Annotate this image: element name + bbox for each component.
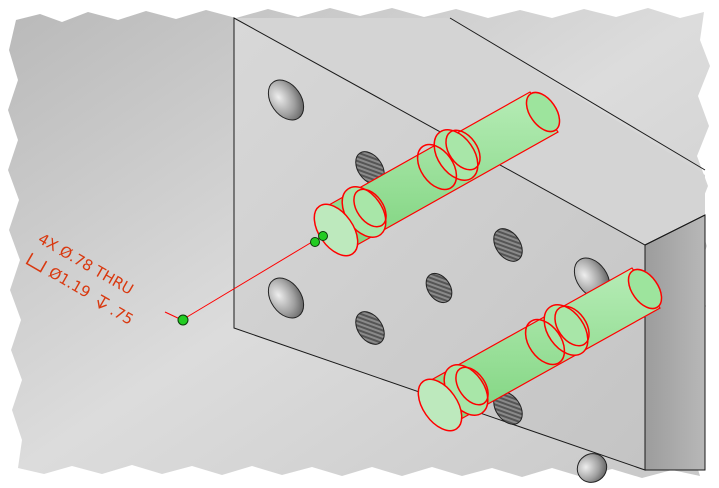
- threaded-hole[interactable]: [421, 269, 457, 308]
- hole[interactable]: [261, 73, 311, 126]
- counterbore-ring: [353, 188, 387, 228]
- counterbore-ring: [416, 143, 458, 191]
- counterbore-ring: [455, 366, 489, 406]
- counterbore-ring: [445, 129, 481, 171]
- selected-counterbore-hole-upper[interactable]: [305, 87, 566, 264]
- leader-grip-point[interactable]: [177, 314, 189, 326]
- leader[interactable]: [164, 231, 328, 326]
- threaded-holes: [350, 151, 528, 425]
- counterbore-symbol-icon: [25, 252, 48, 273]
- counterbore-ring: [554, 305, 590, 347]
- plate-side-face: [644, 214, 706, 471]
- plate-back-edge: [449, 17, 706, 171]
- plate-top-right-edge: [644, 214, 706, 246]
- counterbore-entry: [417, 378, 463, 432]
- cylinder-end: [525, 91, 561, 133]
- selected-counterbore-hole-lower[interactable]: [409, 264, 668, 439]
- depth-symbol-icon: [97, 294, 111, 309]
- threaded-hole[interactable]: [488, 223, 528, 266]
- cylinder-end: [627, 268, 663, 310]
- leader-grip-point[interactable]: [310, 237, 320, 247]
- threaded-hole[interactable]: [350, 306, 390, 349]
- counterbore-ring: [433, 129, 479, 181]
- leader-grip-point[interactable]: [318, 231, 328, 241]
- hole[interactable]: [261, 271, 311, 324]
- counterbore-ring: [524, 318, 566, 366]
- leader-line: [181, 235, 323, 321]
- hole[interactable]: [572, 448, 613, 488]
